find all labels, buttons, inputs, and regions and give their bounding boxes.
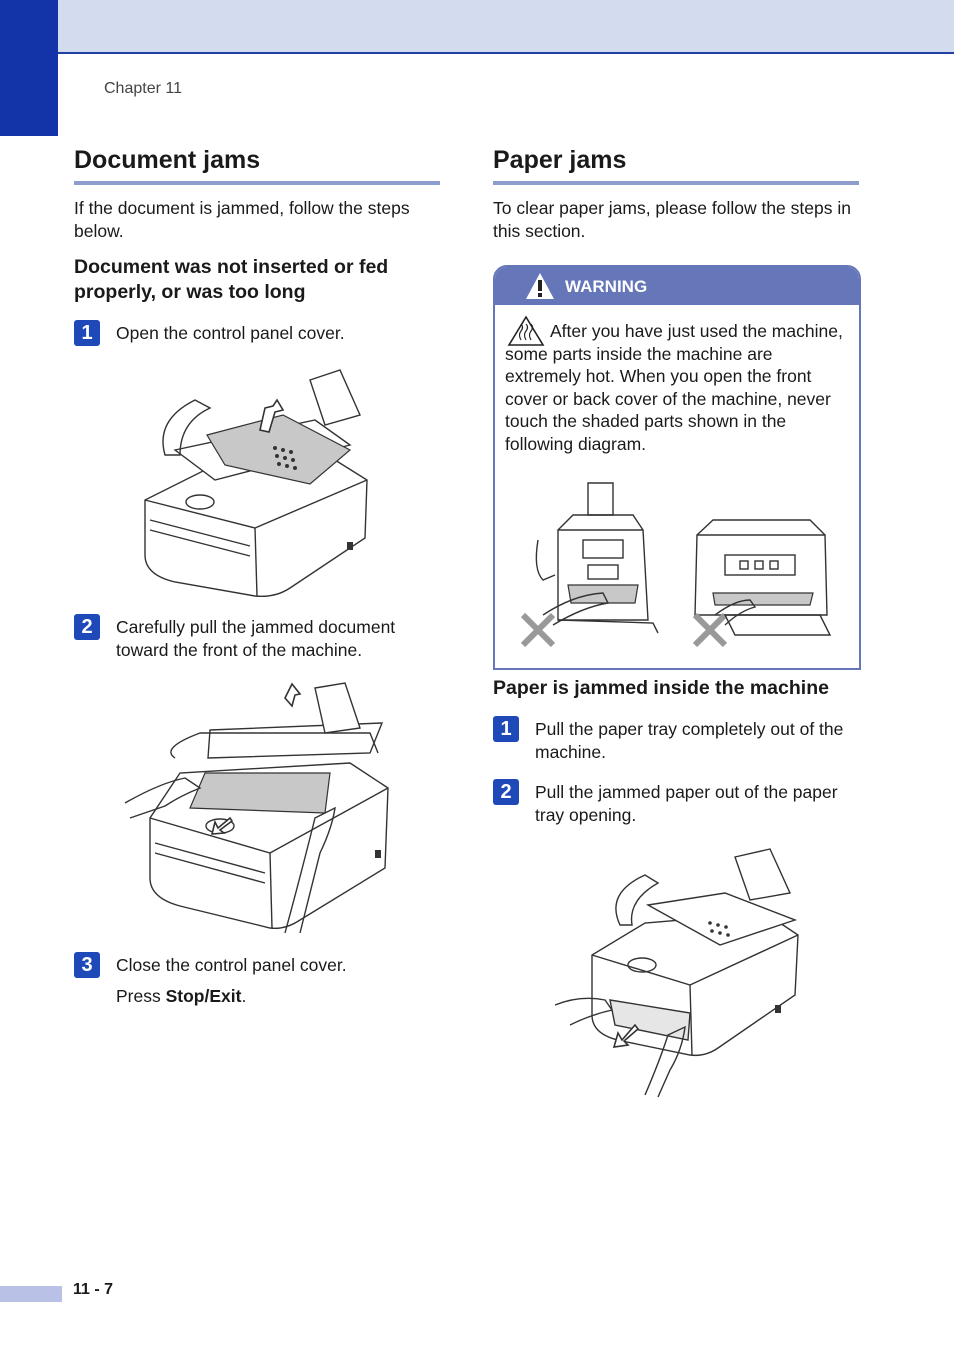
step-number-badge: 2 bbox=[74, 614, 100, 640]
step-text: Carefully pull the jammed document towar… bbox=[116, 617, 396, 660]
hot-surface-icon bbox=[507, 315, 545, 346]
header-bar bbox=[0, 0, 954, 54]
hot-parts-front-diagram bbox=[520, 482, 659, 648]
warning-exclamation-icon bbox=[526, 273, 554, 299]
fax-pull-paper-illustration bbox=[554, 848, 799, 1098]
step-number-badge: 3 bbox=[74, 952, 100, 978]
step-text: Open the control panel cover. bbox=[116, 323, 345, 343]
step-text: Close the control panel cover. bbox=[116, 955, 347, 975]
press-instruction: Press Stop/Exit. bbox=[116, 986, 246, 1007]
paper-jams-section: Paper jams bbox=[493, 146, 859, 185]
stop-exit-key: Stop/Exit bbox=[165, 986, 242, 1006]
step-number-badge: 1 bbox=[493, 716, 519, 742]
step-text: Pull the paper tray completely out of th… bbox=[535, 719, 844, 762]
step-number-badge: 1 bbox=[74, 320, 100, 346]
footer-bar bbox=[0, 1286, 62, 1302]
warning-box: WARNING After you have just used the mac… bbox=[493, 265, 861, 670]
page-number: 11 - 7 bbox=[73, 1281, 114, 1298]
document-jams-intro: If the document is jammed, follow the st… bbox=[74, 198, 410, 241]
press-suffix: . bbox=[241, 986, 247, 1006]
warning-label: WARNING bbox=[565, 277, 648, 296]
warning-text: After you have just used the machine, so… bbox=[505, 320, 850, 455]
fax-pull-document-illustration bbox=[124, 682, 389, 934]
chapter-label: Chapter 11 bbox=[104, 80, 182, 97]
step-number-badge: 2 bbox=[493, 779, 519, 805]
chapter-tab-block bbox=[0, 0, 58, 136]
warning-body: After you have just used the machine, so… bbox=[505, 321, 843, 454]
paper-jams-intro: To clear paper jams, please follow the s… bbox=[493, 198, 851, 241]
hot-parts-back-diagram bbox=[692, 519, 832, 648]
press-prefix: Press bbox=[116, 986, 166, 1006]
warning-header: WARNING bbox=[495, 267, 859, 305]
section-title-paper-jams: Paper jams bbox=[493, 146, 859, 185]
section-title-document-jams: Document jams bbox=[74, 146, 440, 185]
document-jams-section: Document jams bbox=[74, 146, 440, 185]
step-text: Pull the jammed paper out of the paper t… bbox=[535, 782, 838, 825]
document-jams-subtitle: Document was not inserted or fed properl… bbox=[74, 256, 389, 303]
paper-jams-subtitle: Paper is jammed inside the machine bbox=[493, 677, 829, 699]
fax-open-panel-illustration bbox=[144, 369, 368, 598]
